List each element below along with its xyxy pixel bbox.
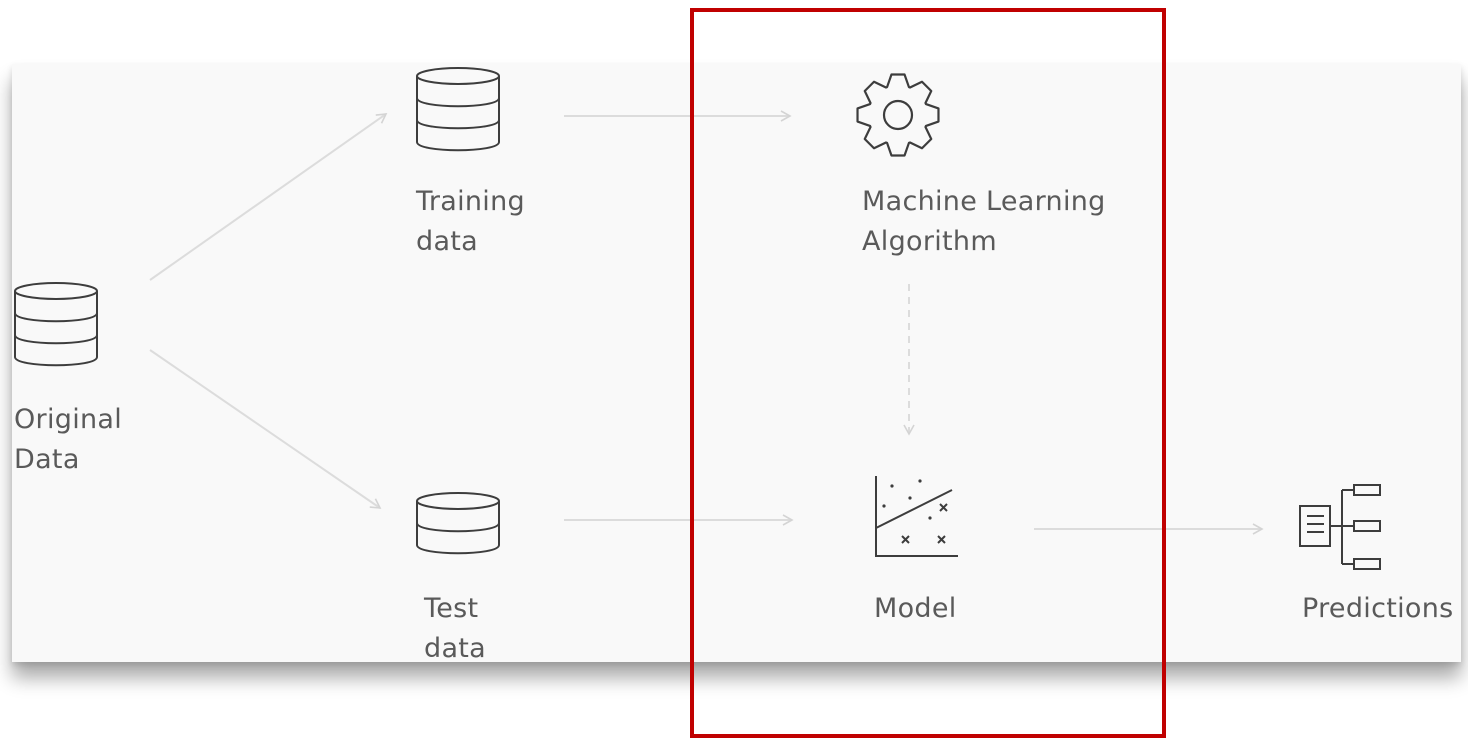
node-label-ml-algorithm: Machine Learning Algorithm [862,186,1106,257]
highlight-box [690,8,1166,738]
node-label-predictions: Predictions [1302,593,1454,624]
scatter-plot-icon [875,476,958,557]
diagram-card [12,64,1461,662]
node-label-original-data: Original Data [14,404,123,475]
gear-icon [856,73,940,157]
node-label-test-data: Test data [424,593,487,664]
database-icon [14,282,98,367]
database-icon [416,67,500,152]
node-label-model: Model [874,593,957,624]
database-icon [416,492,500,555]
node-label-training-data: Training data [416,186,525,257]
decision-tree-icon [1299,484,1381,570]
edge-original-to-test [149,349,382,509]
edge-original-to-training [149,113,388,281]
